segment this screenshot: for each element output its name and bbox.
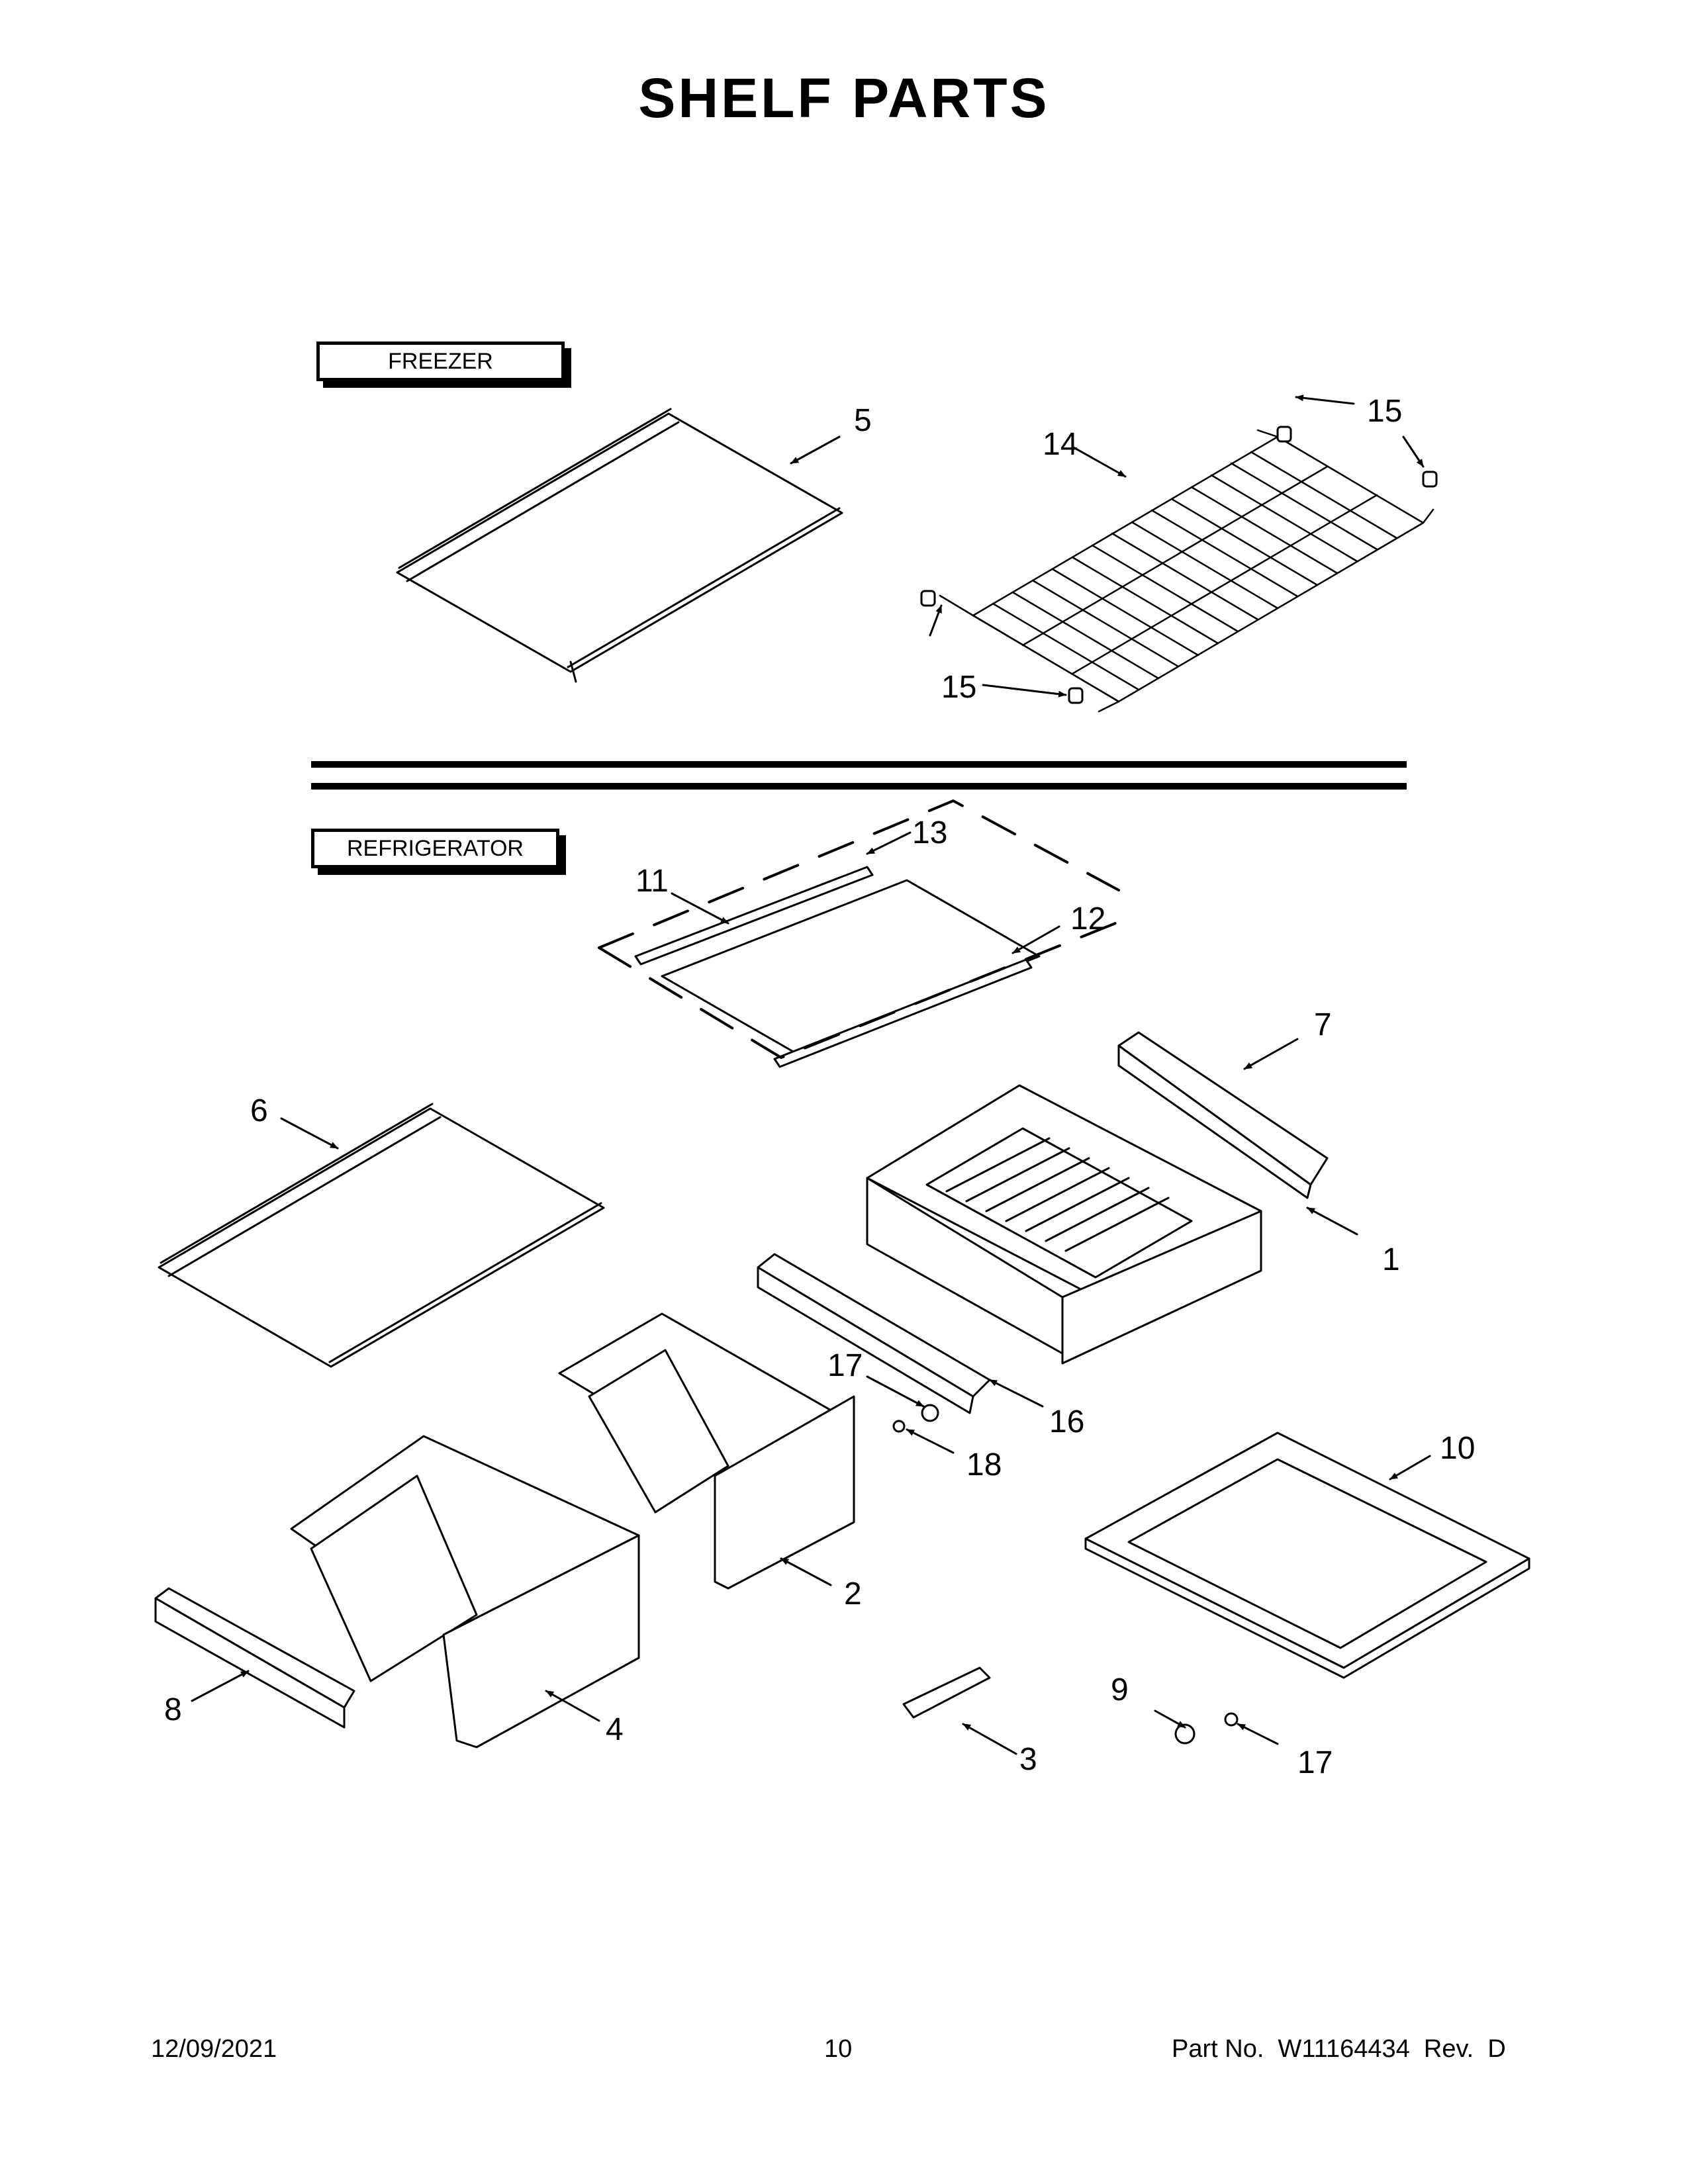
callout-16: 16: [1049, 1404, 1085, 1439]
footer-part-number: Part No. W11164434 Rev. D: [1172, 2035, 1506, 2063]
dashed-frame: [598, 799, 1133, 1059]
page-title: SHELF PARTS: [638, 67, 1050, 129]
callout-11: 11: [635, 864, 669, 899]
callout-17-upper: 17: [827, 1348, 863, 1383]
crisper-drawer-front: [290, 1435, 640, 1749]
crisper-cover-frame: [1084, 1432, 1530, 1679]
section-divider: [311, 761, 1407, 790]
drawer-slide-left: [757, 1253, 991, 1414]
callout-5: 5: [854, 403, 872, 438]
crisper-cover-support: [154, 1587, 355, 1729]
callout-8: 8: [164, 1692, 182, 1727]
callout-10: 10: [1440, 1431, 1476, 1466]
callout-15-top: 15: [1367, 394, 1403, 429]
callout-17-lower: 17: [1297, 1745, 1333, 1780]
wire-shelf: [939, 429, 1434, 713]
freezer-glass-shelf: [396, 408, 843, 683]
pantry-drawer: [866, 1084, 1262, 1365]
refrigerator-glass-shelf-assembly: [634, 866, 1041, 1068]
callout-4: 4: [606, 1712, 624, 1747]
small-bracket: [902, 1666, 991, 1719]
end-cap-parts: [920, 426, 1438, 704]
drawer-slide-right: [1117, 1031, 1329, 1199]
crisper-drawer-rear: [558, 1312, 855, 1590]
callout-9: 9: [1111, 1672, 1129, 1707]
callout-6: 6: [250, 1093, 268, 1128]
callout-3: 3: [1019, 1742, 1037, 1777]
footer-date: 12/09/2021: [151, 2035, 277, 2063]
callout-7: 7: [1314, 1007, 1332, 1042]
callout-13: 13: [912, 815, 948, 850]
leader-arrows: [191, 394, 1431, 1755]
refrigerator-glass-shelf: [158, 1103, 605, 1368]
callout-18: 18: [966, 1447, 1002, 1482]
callout-2: 2: [844, 1576, 862, 1612]
knob-parts: [1174, 1712, 1239, 1745]
callout-14: 14: [1043, 427, 1078, 462]
refrigerator-section-label: REFRIGERATOR: [311, 829, 559, 868]
freezer-section-label: FREEZER: [316, 341, 565, 381]
callout-1: 1: [1382, 1242, 1400, 1277]
screw-hardware: [892, 1404, 939, 1433]
callout-12: 12: [1070, 901, 1106, 936]
footer-page-number: 10: [824, 2035, 853, 2063]
callout-15-bottom: 15: [941, 670, 977, 705]
